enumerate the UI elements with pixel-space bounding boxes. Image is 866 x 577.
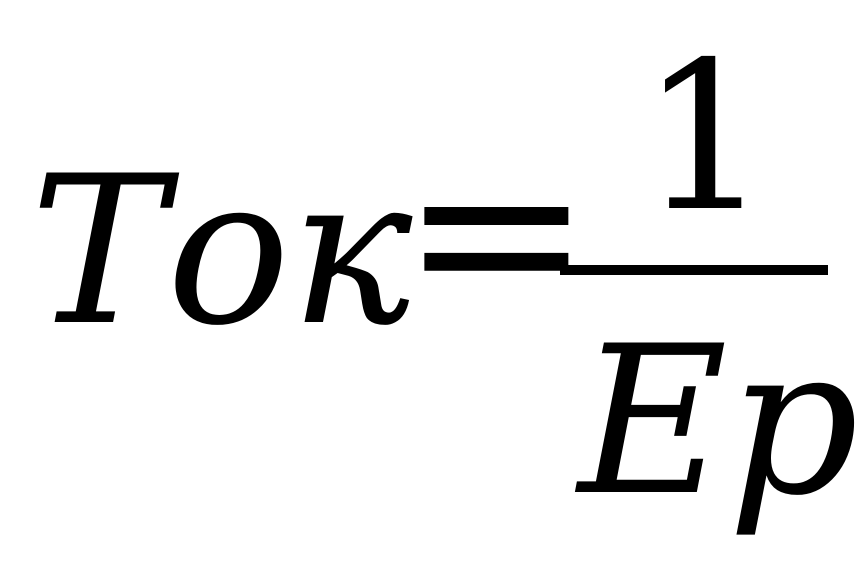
fraction-denominator: Ep bbox=[578, 303, 859, 541]
fraction-bar bbox=[560, 265, 828, 275]
formula-lhs: Ток bbox=[30, 133, 413, 371]
equals-sign: = bbox=[400, 99, 593, 366]
fraction-numerator: 1 bbox=[640, 19, 771, 257]
